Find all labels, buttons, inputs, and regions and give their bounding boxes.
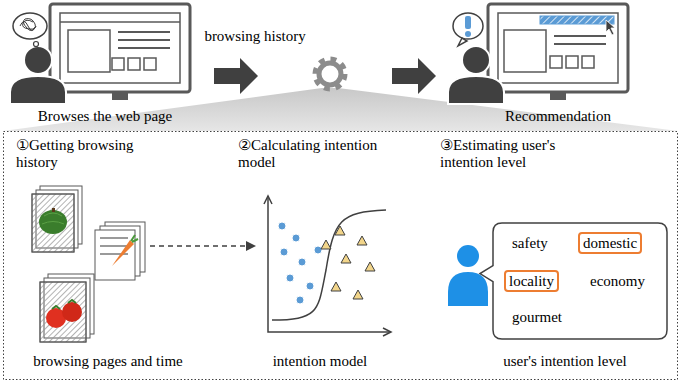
detail-panel — [4, 132, 678, 380]
panel-caption: user's intention level — [470, 353, 660, 370]
bubble-shape — [480, 223, 667, 339]
zoom-fan — [3, 88, 678, 131]
step-title: ②Calculating intention model — [238, 137, 378, 172]
arrow-head — [246, 241, 256, 251]
flow-arrow — [392, 58, 436, 94]
highlighted-intention: domestic — [578, 232, 642, 254]
panel-caption: intention model — [250, 353, 390, 370]
speech-bubble: safety economy gourmet domestic locality — [492, 222, 668, 340]
flow-arrow — [214, 58, 258, 94]
step-title: ①Getting browsing history — [16, 137, 166, 172]
intention-chart — [264, 196, 391, 336]
user-figure — [10, 13, 66, 104]
intention-word: gourmet — [512, 308, 562, 326]
intention-word: locality — [509, 272, 554, 290]
gear-icon — [316, 60, 344, 88]
panel-caption: browsing pages and time — [8, 353, 208, 370]
right-monitor — [488, 4, 628, 100]
step-title: ③Estimating user's intention level — [440, 137, 580, 172]
figure-label: Recommendation — [478, 108, 638, 125]
user-figure — [448, 13, 504, 104]
figure-label: Browses the web page — [15, 108, 195, 125]
intention-word: domestic — [583, 234, 637, 252]
intention-word: safety — [512, 234, 548, 252]
browsed-pages — [32, 186, 145, 342]
left-monitor — [50, 4, 190, 100]
dashed-arrow — [150, 245, 248, 247]
intention-word: economy — [590, 272, 645, 290]
figure-label: browsing history — [200, 28, 310, 45]
highlighted-intention: locality — [504, 270, 559, 292]
